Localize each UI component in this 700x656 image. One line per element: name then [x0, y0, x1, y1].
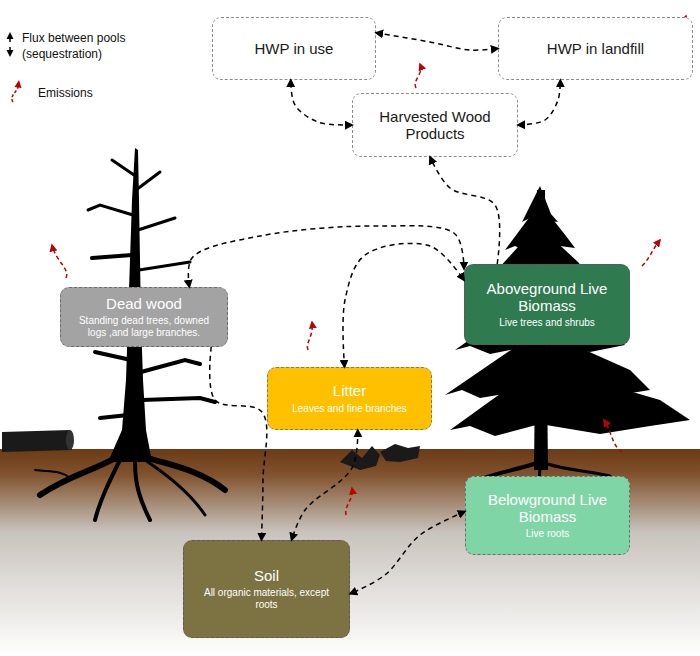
dead-tree	[145, 460, 205, 515]
dead-tree	[88, 205, 133, 215]
dead-tree	[136, 172, 160, 190]
emission-arrow	[307, 322, 312, 350]
flux-arrow	[292, 430, 358, 540]
product-pool-box: HWP in landfill	[498, 17, 693, 80]
legend-symbol	[6, 80, 28, 104]
dead-tree	[95, 352, 131, 360]
legend-label: Emissions	[38, 86, 138, 102]
emission-arrow	[415, 64, 421, 88]
litter-debris	[340, 446, 380, 470]
pine-tree	[450, 365, 690, 436]
dead-tree	[112, 160, 134, 175]
ground-band	[0, 449, 700, 656]
pine-tree	[548, 464, 610, 476]
dead-tree	[92, 255, 132, 258]
pool-title: Belowground Live Biomass	[475, 491, 620, 526]
dead-tree	[100, 415, 128, 418]
flux-arrow	[518, 80, 560, 125]
pool-title: Soil	[254, 567, 279, 584]
emission-arrow	[346, 488, 353, 515]
pool-description: Live roots	[526, 528, 569, 540]
pool-title: Harvested Wood Products	[362, 108, 508, 143]
emission-arrow	[52, 16, 686, 515]
legend-symbol	[7, 32, 14, 39]
flux-arrow	[430, 157, 500, 264]
flux-arrow	[291, 80, 352, 125]
pool-description: Leaves and fine branches	[292, 403, 407, 415]
flux-arrow	[188, 226, 464, 287]
legend-symbol	[15, 80, 22, 88]
flux-arrow	[210, 347, 267, 540]
emission-arrow	[642, 240, 660, 266]
carbon-pool-box: Dead woodStanding dead trees, downed log…	[60, 287, 228, 347]
fallen-log	[66, 430, 74, 450]
dead-tree	[135, 462, 150, 520]
pool-title: Litter	[333, 382, 366, 399]
dead-tree	[141, 360, 200, 372]
carbon-pool-box: Belowground Live BiomassLive roots	[465, 476, 630, 555]
legend-symbol	[9, 47, 11, 50]
litter-debris	[380, 444, 420, 462]
dead-tree	[139, 262, 190, 270]
legend-symbol	[12, 87, 18, 102]
fallen-log	[2, 430, 72, 452]
ground-band	[0, 449, 700, 656]
pool-description: All organic materials, except roots	[193, 587, 340, 611]
dead-tree	[138, 218, 175, 230]
legend-symbol	[7, 50, 14, 57]
pool-title: HWP in landfill	[547, 40, 644, 57]
carbon-pool-box: Aboveground Live BiomassLive trees and s…	[464, 264, 630, 345]
fallen-log	[2, 430, 74, 452]
dead-tree	[35, 470, 70, 478]
dead-tree	[142, 398, 215, 402]
pool-description: Standing dead trees, downed logs ,and la…	[70, 315, 218, 339]
legend-symbol	[9, 39, 11, 42]
legend-label: Flux between pools (sequestration)	[22, 31, 147, 62]
litter-debris	[340, 444, 420, 470]
pool-title: Dead wood	[106, 295, 182, 312]
pool-title: HWP in use	[255, 40, 334, 57]
legend-symbol	[6, 31, 16, 59]
dead-tree	[148, 458, 225, 490]
carbon-pool-box: SoilAll organic materials, except roots	[183, 540, 350, 638]
flux-arrow	[376, 33, 498, 50]
flux-arrow	[343, 243, 464, 367]
dead-tree	[95, 460, 120, 520]
emission-arrow	[604, 420, 622, 452]
product-pool-box: Harvested Wood Products	[352, 93, 518, 157]
pool-description: Live trees and shrubs	[499, 317, 595, 329]
pool-title: Aboveground Live Biomass	[474, 280, 620, 315]
pine-tree	[445, 186, 690, 500]
product-pool-box: HWP in use	[212, 17, 376, 80]
carbon-pool-box: LitterLeaves and fine branches	[267, 367, 432, 430]
flux-arrow	[350, 512, 465, 594]
emission-arrow	[52, 245, 67, 278]
